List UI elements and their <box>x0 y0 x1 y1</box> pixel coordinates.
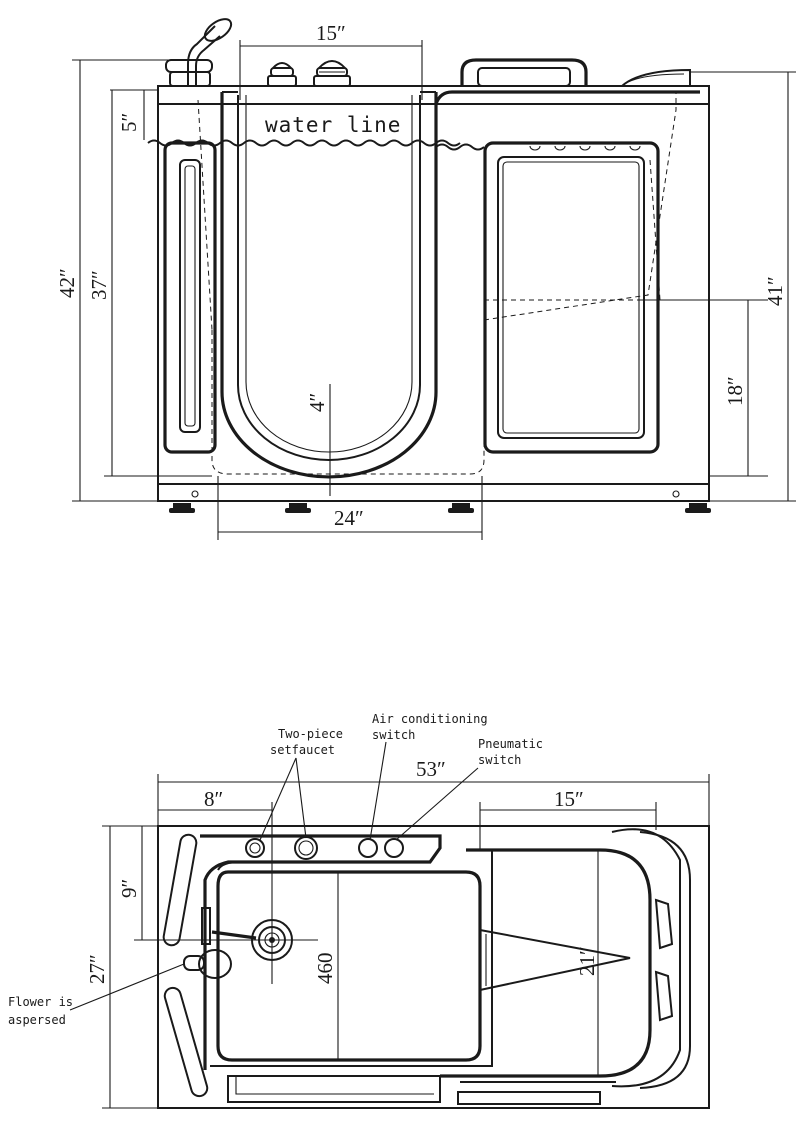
hand-shower-icon <box>165 18 233 87</box>
label-flower-2: aspersed <box>8 1013 66 1027</box>
window-top-scallops <box>529 145 641 151</box>
top-grab-handle-icon <box>460 58 588 87</box>
tub-top-outline <box>157 825 710 1109</box>
faucet-knob-right <box>294 836 318 860</box>
top-view: Two-piece setfaucet Air conditioning swi… <box>8 712 710 1109</box>
headrest-icon <box>621 68 691 87</box>
dim-inner-height: 37″ <box>87 270 111 300</box>
seat-wedge <box>479 928 631 992</box>
dim-left-offset: 8″ <box>204 787 223 811</box>
dim-water-depth: 5″ <box>117 113 141 132</box>
hidden-line-left <box>197 99 213 331</box>
base-screw-right <box>672 490 680 498</box>
dim-basin-depth: 460 <box>313 953 337 985</box>
left-side-panel <box>163 141 217 454</box>
front-step <box>227 1075 441 1103</box>
dim-faucet-offset: 9″ <box>117 879 141 898</box>
left-grab-bar <box>179 159 201 433</box>
front-view: water line <box>55 18 796 540</box>
dim-seat-depth: 21″ <box>575 946 599 976</box>
right-window-glass <box>497 156 645 439</box>
basin-rim <box>200 834 442 1070</box>
water-line-label: water line <box>265 113 401 137</box>
label-pneumatic-2: switch <box>478 753 521 767</box>
label-ac-1: Air conditioning <box>372 712 488 726</box>
dim-overall-length: 53″ <box>416 757 446 781</box>
pneumatic-switch <box>384 838 404 858</box>
label-ac-2: switch <box>372 728 415 742</box>
right-window-panel <box>483 141 660 454</box>
water-line-wave <box>147 139 461 147</box>
dim-top-width: 15″ <box>316 21 346 45</box>
dim-step-height: 4″ <box>305 393 329 412</box>
adjustable-feet <box>169 503 711 513</box>
label-faucet-1: Two-piece <box>278 727 343 741</box>
tub-outline <box>157 85 710 502</box>
dim-seat-height: 18″ <box>723 376 747 406</box>
shower-sprayer-icon <box>183 949 232 979</box>
seat-area <box>440 848 652 1078</box>
pillow-vents <box>654 898 674 1022</box>
label-faucet-2: setfaucet <box>270 743 335 757</box>
headrest-curve <box>639 831 691 1089</box>
dim-right-height: 41″ <box>763 276 787 306</box>
dim-overall-height: 42″ <box>55 268 79 298</box>
base-screw-left <box>191 490 199 498</box>
air-conditioning-switch <box>358 838 378 858</box>
door-outer-edge <box>220 92 438 479</box>
drain-icon <box>201 907 293 961</box>
left-grab-bars <box>162 833 209 1098</box>
door-inner-edge <box>237 95 421 461</box>
front-grab-bar <box>457 1091 601 1105</box>
label-flower-1: Flower is <box>8 995 73 1009</box>
faucet-knob-icons <box>267 60 351 87</box>
label-pneumatic-1: Pneumatic <box>478 737 543 751</box>
dim-right-seat: 15″ <box>554 787 584 811</box>
basin-floor <box>216 870 482 1062</box>
dim-door-width: 24″ <box>334 506 364 530</box>
faucet-knob-left <box>245 838 265 858</box>
annotation-leaders <box>69 741 479 1011</box>
dim-overall-width: 27″ <box>85 954 109 984</box>
